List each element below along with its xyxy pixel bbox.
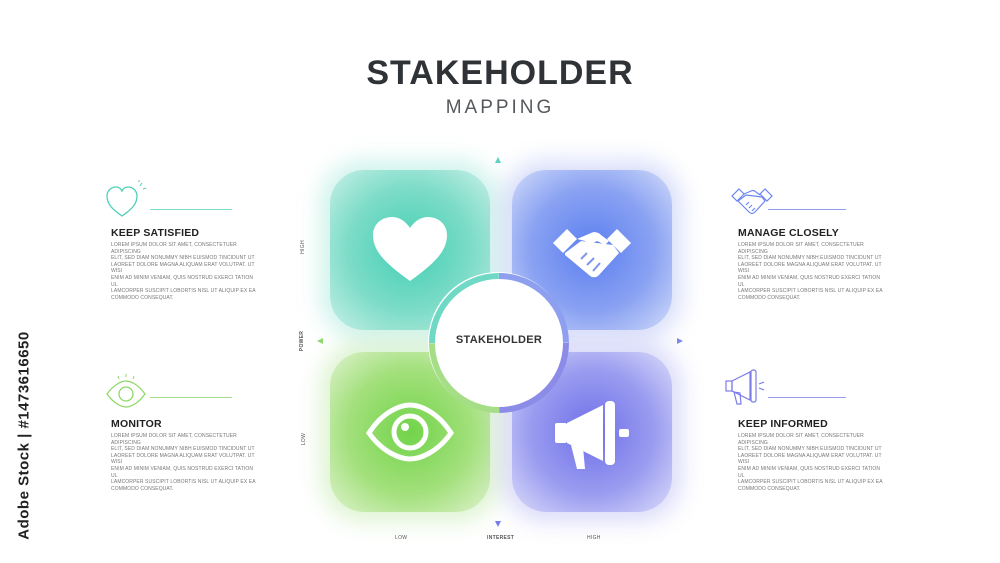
- text-line: LAOREET DOLORE MAGNA ALIQUAM ERAT VOLUTP…: [738, 452, 882, 466]
- interest-axis-arrow-bottom-icon: [495, 521, 501, 527]
- text-line: COMMODO CONSEQUAT.: [111, 294, 174, 301]
- text-line: ENIM AD MINIM VENIAM, QUIS NOSTRUD EXERC…: [111, 274, 254, 288]
- monitor-title: MONITOR: [111, 418, 162, 430]
- page-subtitle: MAPPING: [445, 97, 555, 118]
- text-line: LOREM IPSUM DOLOR SIT AMET, CONSECTETUER…: [738, 242, 864, 255]
- text-line: ELIT, SED DIAM NONUMMY NIBH EUISMOD TINC…: [738, 446, 882, 453]
- text-line: ENIM AD MINIM VENIAM, QUIS NOSTRUD EXERC…: [111, 465, 254, 479]
- interest-axis-arrow-left-icon: [317, 338, 323, 344]
- text-line: LOREM IPSUM DOLOR SIT AMET, CONSECTETUER…: [111, 242, 237, 255]
- text-line: ENIM AD MINIM VENIAM, QUIS NOSTRUD EXERC…: [738, 465, 881, 479]
- text-line: LAMCORPER SUSCIPIT LOBORTIS NISL UT ALIQ…: [738, 288, 883, 295]
- text-line: ELIT, SED DIAM NONUMMY NIBH EUISMOD TINC…: [111, 255, 255, 262]
- text-line: LAOREET DOLORE MAGNA ALIQUAM ERAT VOLUTP…: [111, 261, 255, 275]
- handshake-icon: [731, 188, 773, 215]
- eye-icon: [365, 402, 455, 462]
- center-label: STAKEHOLDER: [455, 334, 543, 346]
- quadrant-manage-closely: [512, 170, 672, 330]
- text-line: COMMODO CONSEQUAT.: [111, 485, 174, 492]
- keep-satisfied-rule: [150, 209, 232, 210]
- keep-informed-text: LOREM IPSUM DOLOR SIT AMET, CONSECTETUER…: [738, 433, 888, 492]
- text-line: LAOREET DOLORE MAGNA ALIQUAM ERAT VOLUTP…: [738, 261, 882, 275]
- manage-closely-title: MANAGE CLOSELY: [738, 227, 840, 239]
- interest-low-label: LOW: [395, 535, 408, 541]
- text-line: LAOREET DOLORE MAGNA ALIQUAM ERAT VOLUTP…: [111, 452, 255, 466]
- keep-satisfied-text: LOREM IPSUM DOLOR SIT AMET, CONSECTETUER…: [111, 242, 261, 301]
- text-line: LAMCORPER SUSCIPIT LOBORTIS NISL UT ALIQ…: [738, 479, 883, 486]
- manage-closely-text: LOREM IPSUM DOLOR SIT AMET, CONSECTETUER…: [738, 242, 888, 301]
- text-line: ELIT, SED DIAM NONUMMY NIBH EUISMOD TINC…: [111, 446, 255, 453]
- text-line: COMMODO CONSEQUAT.: [738, 485, 801, 492]
- keep-informed-title: KEEP INFORMED: [738, 418, 828, 430]
- interest-axis-label: INTEREST: [487, 535, 515, 541]
- megaphone-icon: [725, 369, 765, 405]
- text-line: LAMCORPER SUSCIPIT LOBORTIS NISL UT ALIQ…: [111, 288, 256, 295]
- center-ring: [429, 273, 569, 413]
- power-axis-label: POWER: [299, 330, 306, 352]
- keep-satisfied-title: KEEP SATISFIED: [111, 227, 200, 239]
- power-low-label: LOW: [301, 432, 308, 446]
- megaphone-icon: [555, 401, 629, 469]
- text-line: LOREM IPSUM DOLOR SIT AMET, CONSECTETUER…: [738, 433, 864, 446]
- text-line: ELIT, SED DIAM NONUMMY NIBH EUISMOD TINC…: [738, 255, 882, 262]
- keep-informed-rule: [768, 397, 846, 398]
- monitor-rule: [150, 397, 232, 398]
- manage-closely-rule: [768, 209, 846, 210]
- eye-icon: [106, 374, 146, 408]
- text-line: ENIM AD MINIM VENIAM, QUIS NOSTRUD EXERC…: [738, 274, 881, 288]
- interest-axis-arrow-right-icon: [677, 338, 683, 344]
- monitor-text: LOREM IPSUM DOLOR SIT AMET, CONSECTETUER…: [111, 433, 261, 492]
- watermark-side-text: Adobe Stock | #1473616650: [15, 331, 33, 540]
- text-line: COMMODO CONSEQUAT.: [738, 294, 801, 301]
- heart-icon: [373, 217, 447, 281]
- interest-high-label: HIGH: [587, 535, 601, 541]
- text-line: LOREM IPSUM DOLOR SIT AMET, CONSECTETUER…: [111, 433, 237, 446]
- handshake-icon: [553, 229, 631, 278]
- power-axis-arrow-icon: [495, 157, 501, 163]
- heart-icon: [106, 180, 147, 217]
- text-line: LAMCORPER SUSCIPIT LOBORTIS NISL UT ALIQ…: [111, 479, 256, 486]
- page-title: STAKEHOLDER: [366, 54, 634, 92]
- power-high-label: HIGH: [299, 240, 306, 254]
